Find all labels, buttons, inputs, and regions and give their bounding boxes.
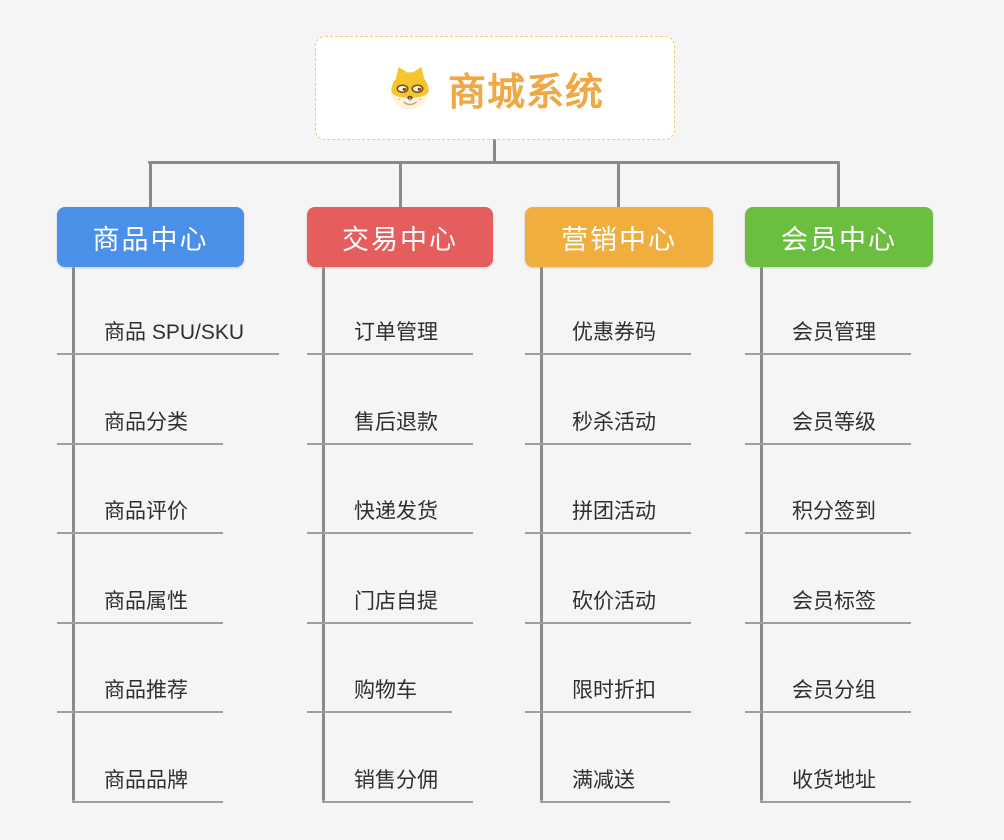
branch-drop-line bbox=[617, 161, 620, 209]
child-topic[interactable]: 拼团活动 bbox=[525, 496, 691, 534]
child-topic[interactable]: 购物车 bbox=[307, 675, 452, 713]
child-topic[interactable]: 商品推荐 bbox=[57, 675, 223, 713]
child-topic[interactable]: 砍价活动 bbox=[525, 586, 691, 624]
branch-topic-4[interactable]: 会员中心 bbox=[745, 207, 933, 267]
child-topic[interactable]: 商品属性 bbox=[57, 586, 223, 624]
shiba-dog-icon bbox=[391, 67, 429, 110]
root-stub-line bbox=[493, 139, 496, 163]
child-spine-line bbox=[760, 267, 763, 801]
branch-drop-line bbox=[837, 161, 840, 209]
child-topic[interactable]: 会员管理 bbox=[745, 317, 911, 355]
child-topic[interactable]: 会员等级 bbox=[745, 407, 911, 445]
child-topic[interactable]: 积分签到 bbox=[745, 496, 911, 534]
child-spine-line bbox=[72, 267, 75, 801]
branch-drop-line bbox=[149, 161, 152, 209]
child-spine-line bbox=[540, 267, 543, 801]
child-topic[interactable]: 售后退款 bbox=[307, 407, 473, 445]
child-topic[interactable]: 订单管理 bbox=[307, 317, 473, 355]
branch-topic-1[interactable]: 商品中心 bbox=[57, 207, 244, 267]
child-topic[interactable]: 销售分佣 bbox=[322, 765, 473, 803]
child-topic[interactable]: 优惠券码 bbox=[525, 317, 691, 355]
child-topic[interactable]: 会员分组 bbox=[745, 675, 911, 713]
child-topic[interactable]: 快递发货 bbox=[307, 496, 473, 534]
child-topic[interactable]: 商品评价 bbox=[57, 496, 223, 534]
branch-topic-2[interactable]: 交易中心 bbox=[307, 207, 493, 267]
child-topic[interactable]: 收货地址 bbox=[760, 765, 911, 803]
child-topic[interactable]: 商品 SPU/SKU bbox=[57, 317, 280, 355]
child-topic[interactable]: 商品分类 bbox=[57, 407, 223, 445]
child-topic[interactable]: 会员标签 bbox=[745, 586, 911, 624]
child-topic[interactable]: 秒杀活动 bbox=[525, 407, 691, 445]
child-topic[interactable]: 限时折扣 bbox=[525, 675, 691, 713]
root-topic[interactable]: 商城系统 bbox=[315, 36, 675, 140]
child-topic[interactable]: 满减送 bbox=[540, 765, 670, 803]
child-topic[interactable]: 门店自提 bbox=[307, 586, 473, 624]
child-topic[interactable]: 商品品牌 bbox=[72, 765, 223, 803]
branch-rail-line bbox=[148, 161, 839, 164]
branch-drop-line bbox=[399, 161, 402, 209]
branch-topic-3[interactable]: 营销中心 bbox=[525, 207, 713, 267]
root-topic-label: 商城系统 bbox=[447, 71, 604, 114]
child-spine-line bbox=[322, 267, 325, 801]
